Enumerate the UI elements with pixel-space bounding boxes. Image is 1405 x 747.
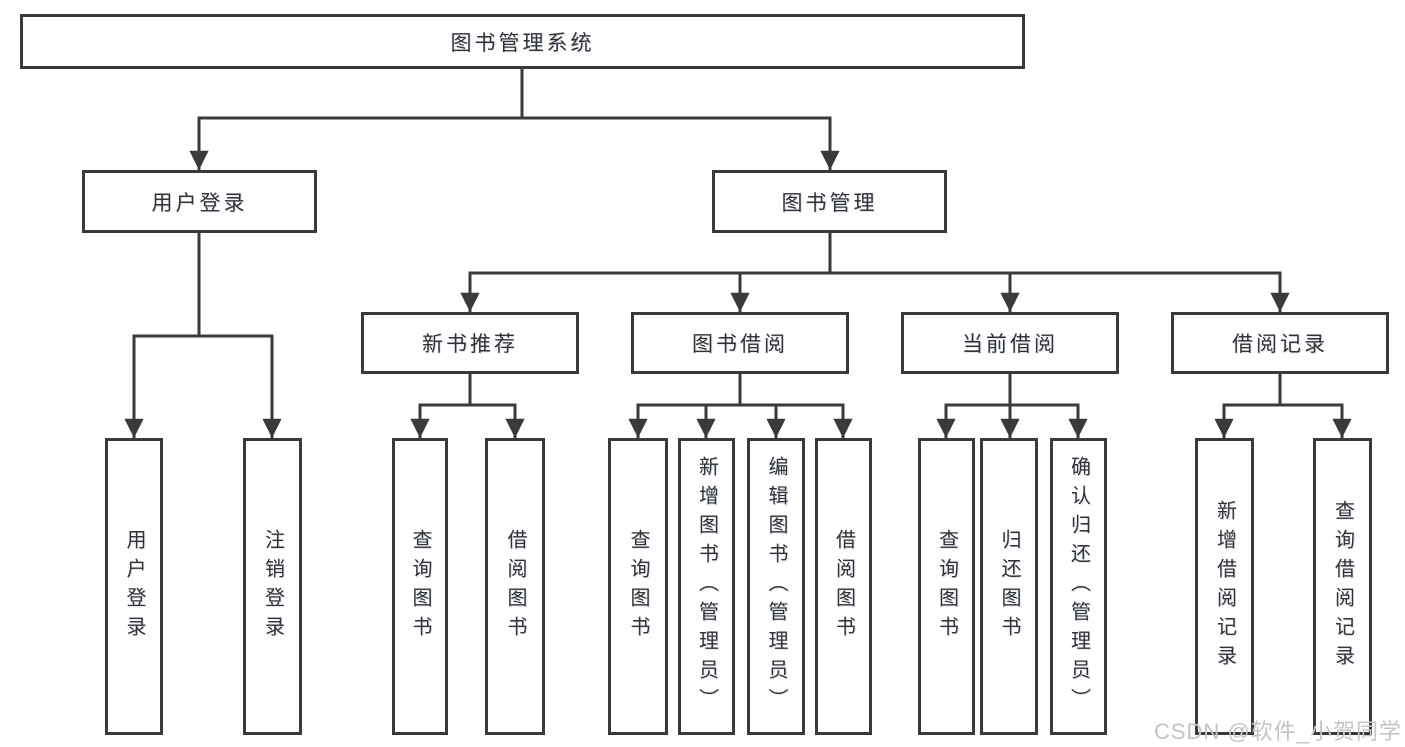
node-user-login: 用户登录 [82, 170, 317, 233]
node-label: 借阅图书 [504, 528, 526, 645]
leaf-query-borrow-record: 查询借阅记录 [1313, 438, 1372, 735]
node-label: 查询图书 [935, 528, 958, 645]
node-label: 新增图书（管理员） [695, 456, 718, 717]
node-label: 用户登录 [151, 191, 248, 215]
node-label: 确认归还（管理员） [1067, 456, 1090, 717]
leaf-borrow-books: 借阅图书 [815, 438, 872, 735]
leaf-logout: 注销登录 [243, 438, 302, 735]
node-label: 借阅记录 [1232, 333, 1328, 356]
csdn-watermark: CSDN @软件_小贺同学 [1153, 719, 1402, 744]
node-label: 编辑图书（管理员） [765, 456, 787, 717]
leaf-query-books-recommend: 查询图书 [392, 438, 448, 735]
node-label: 归还图书 [998, 528, 1020, 645]
node-book-management: 图书管理 [712, 170, 947, 233]
leaf-add-borrow-record: 新增借阅记录 [1195, 438, 1254, 735]
leaf-return-book: 归还图书 [980, 438, 1038, 735]
node-borrow-records: 借阅记录 [1171, 312, 1389, 374]
leaf-user-login: 用户登录 [105, 438, 163, 735]
leaf-edit-book-admin: 编辑图书（管理员） [747, 438, 805, 735]
node-label: 查询借阅记录 [1331, 499, 1354, 674]
node-label: 查询图书 [627, 528, 649, 645]
node-new-book-recommend: 新书推荐 [361, 312, 579, 374]
node-label: 新增借阅记录 [1213, 499, 1236, 674]
leaf-borrow-books-recommend: 借阅图书 [485, 438, 545, 735]
node-label: 图书借阅 [692, 333, 788, 356]
node-label: 新书推荐 [422, 333, 518, 356]
leaf-query-books-current: 查询图书 [918, 438, 975, 735]
node-label: 查询图书 [409, 528, 431, 645]
node-label: 当前借阅 [962, 333, 1058, 356]
leaf-add-book-admin: 新增图书（管理员） [678, 438, 735, 735]
node-label: 图书管理 [781, 191, 878, 215]
node-label: 借阅图书 [832, 528, 855, 645]
node-book-borrow: 图书借阅 [631, 312, 849, 374]
leaf-confirm-return-admin: 确认归还（管理员） [1050, 438, 1107, 735]
node-current-borrow: 当前借阅 [901, 312, 1119, 374]
node-label: 用户登录 [123, 528, 145, 645]
node-root-library-system: 图书管理系统 [20, 14, 1025, 69]
node-label: 图书管理系统 [450, 31, 595, 55]
leaf-query-books-borrow: 查询图书 [608, 438, 668, 735]
node-label: 注销登录 [261, 528, 284, 645]
